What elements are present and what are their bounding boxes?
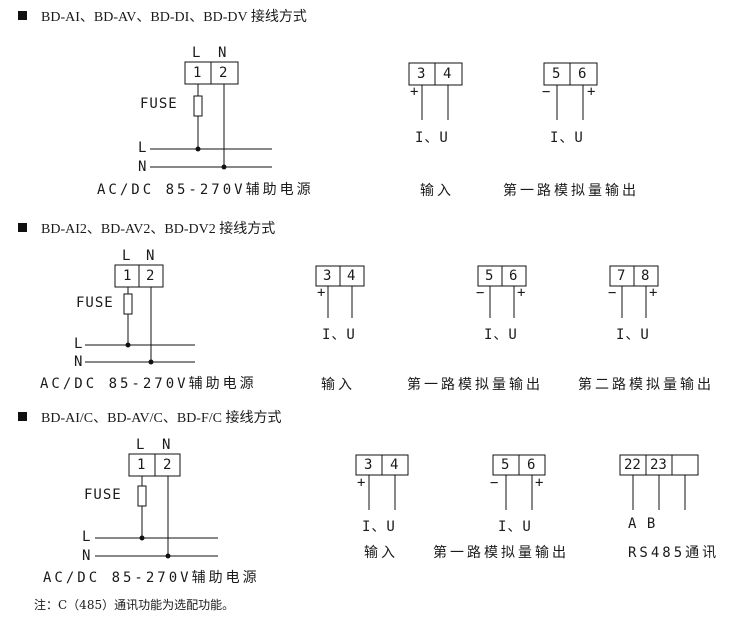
- terminal-label: 4: [390, 457, 399, 473]
- terminal-label: 5: [552, 66, 561, 82]
- section-title-2: BD-AI2、BD-AV2、BD-DV2 接线方式: [18, 218, 275, 238]
- terminal-label: 5: [501, 457, 510, 473]
- signal-label: I、U: [362, 519, 396, 535]
- terminal-label: 6: [509, 268, 518, 284]
- polarity-mark: +: [317, 285, 326, 301]
- terminal-group-1-2: [543, 62, 598, 120]
- power-diagram-3: [95, 453, 218, 559]
- terminal-label: 22: [624, 457, 641, 473]
- polarity-mark: +: [357, 475, 366, 491]
- signal-label: I、U: [550, 130, 584, 146]
- power-top-label-n: N: [146, 248, 156, 264]
- group-caption: 第一路模拟量输出: [503, 183, 639, 199]
- power-top-label-l: L: [136, 437, 146, 453]
- line-label-n: N: [138, 159, 148, 175]
- line-label-l: L: [82, 529, 92, 545]
- polarity-mark: −: [542, 84, 551, 100]
- power-caption: AC/DC 85-270V辅助电源: [97, 182, 314, 198]
- polarity-mark: +: [410, 84, 419, 100]
- terminal-group-3-2: [492, 454, 546, 510]
- group-caption: 输入: [364, 545, 398, 561]
- terminal-label: 4: [347, 268, 356, 284]
- terminal-label: 6: [578, 66, 587, 82]
- terminal-label: 3: [364, 457, 373, 473]
- polarity-mark: +: [535, 475, 544, 491]
- section-title-1: BD-AI、BD-AV、BD-DI、BD-DV 接线方式: [18, 6, 307, 26]
- terminal-label: 1: [137, 457, 146, 473]
- line-label-l: L: [74, 336, 84, 352]
- signal-label: I、U: [322, 327, 356, 343]
- terminal-group-2-2: [477, 265, 527, 318]
- terminal-group-3-1: [355, 454, 409, 510]
- polarity-mark: −: [476, 285, 485, 301]
- group-caption: 第一路模拟量输出: [433, 545, 569, 561]
- group-caption: 输入: [321, 377, 355, 393]
- terminal-label: 1: [123, 268, 132, 284]
- terminal-label: 3: [417, 66, 426, 82]
- polarity-mark: +: [517, 285, 526, 301]
- signal-label: I、U: [498, 519, 532, 535]
- polarity-mark: −: [490, 475, 499, 491]
- line-label-l: L: [138, 140, 148, 156]
- terminal-label: 3: [323, 268, 332, 284]
- terminal-label: 2: [219, 65, 228, 81]
- power-diagram-2: [85, 264, 195, 365]
- signal-label: A B: [628, 516, 657, 532]
- polarity-mark: +: [649, 285, 658, 301]
- polarity-mark: −: [608, 285, 617, 301]
- line-label-n: N: [74, 354, 84, 370]
- terminal-group-2-1: [315, 265, 365, 318]
- polarity-mark: +: [587, 84, 596, 100]
- terminal-label: 1: [193, 65, 202, 81]
- bullet-square-icon: [18, 223, 27, 232]
- terminal-label: 4: [443, 66, 452, 82]
- signal-label: I、U: [616, 327, 650, 343]
- signal-label: I、U: [484, 327, 518, 343]
- terminal-label: 23: [650, 457, 667, 473]
- power-top-label-n: N: [162, 437, 172, 453]
- power-caption: AC/DC 85-270V辅助电源: [40, 376, 257, 392]
- fuse-label: FUSE: [76, 295, 114, 311]
- terminal-group-1-1: [408, 62, 463, 120]
- fuse-label: FUSE: [84, 487, 122, 503]
- group-caption: 输入: [420, 183, 454, 199]
- terminal-label: 2: [163, 457, 172, 473]
- terminal-group-3-3: [619, 454, 699, 510]
- terminal-label: 7: [617, 268, 626, 284]
- fuse-label: FUSE: [140, 96, 178, 112]
- group-caption: 第一路模拟量输出: [407, 377, 543, 393]
- bullet-square-icon: [18, 412, 27, 421]
- line-label-n: N: [82, 548, 92, 564]
- terminal-group-2-3: [609, 265, 659, 318]
- group-caption: 第二路模拟量输出: [578, 377, 714, 393]
- power-top-label-l: L: [192, 45, 202, 61]
- power-diagram-1: [150, 61, 272, 170]
- terminal-label: 8: [641, 268, 650, 284]
- section-title-3: BD-AI/C、BD-AV/C、BD-F/C 接线方式: [18, 407, 282, 427]
- terminal-label: 5: [485, 268, 494, 284]
- bullet-square-icon: [18, 11, 27, 20]
- terminal-label: 2: [146, 268, 155, 284]
- footnote: 注：C（485）通讯功能为选配功能。: [34, 598, 235, 612]
- power-top-label-n: N: [218, 45, 228, 61]
- power-top-label-l: L: [122, 248, 132, 264]
- terminal-label: 6: [527, 457, 536, 473]
- group-caption: RS485通讯: [628, 545, 720, 561]
- power-caption: AC/DC 85-270V辅助电源: [43, 570, 260, 586]
- signal-label: I、U: [415, 130, 449, 146]
